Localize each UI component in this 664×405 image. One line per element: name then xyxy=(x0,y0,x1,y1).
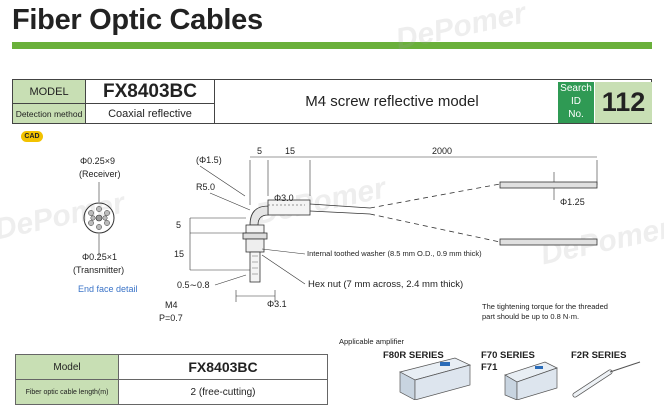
spec-header-table: MODEL FX8403BC Detection method Coaxial … xyxy=(12,79,652,124)
dim-range: 0.5∼0.8 xyxy=(177,280,210,290)
amplifier-heading: Applicable amplifier xyxy=(339,337,405,346)
table-length-value: 2 (free-cutting) xyxy=(118,379,328,405)
sensor-head xyxy=(242,199,311,283)
hexnut-note: Hex nut (7 mm across, 2.4 mm thick) xyxy=(308,279,464,290)
dim-r5: R5.0 xyxy=(196,182,216,192)
spec-table: Model FX8403BC Fiber optic cable length(… xyxy=(15,354,328,405)
dim-phi-1-25: Φ1.25 xyxy=(560,197,585,207)
dim-m4: M4 xyxy=(165,300,178,310)
receiver-label: (Receiver) xyxy=(79,169,121,179)
model-label: MODEL xyxy=(13,80,86,104)
dim-phi-3-0: Φ3.0 xyxy=(274,193,294,203)
amplifier-series-f2r[interactable]: F2R SERIES xyxy=(571,350,627,361)
table-model-value: FX8403BC xyxy=(118,354,328,380)
fiber-end-upper xyxy=(499,181,598,189)
torque-note-line2: part should be up to 0.8 N·m. xyxy=(482,312,580,321)
end-face-detail-link[interactable]: End face detail xyxy=(78,284,138,294)
dim-15-top: 15 xyxy=(285,146,296,156)
end-face-diagram xyxy=(83,182,115,256)
model-value: FX8403BC xyxy=(86,80,215,104)
detection-method-value: Coaxial reflective xyxy=(86,104,215,123)
fiber-cable xyxy=(309,183,501,243)
cad-badge[interactable]: CAD xyxy=(21,131,43,142)
washer-note: Internal toothed washer (8.5 mm O.D., 0.… xyxy=(307,249,482,258)
detection-method-label: Detection method xyxy=(13,104,86,123)
page-title: Fiber Optic Cables xyxy=(12,4,263,36)
table-row: Fiber optic cable length(m) 2 (free-cutt… xyxy=(15,379,328,405)
dim-phi-3-1: Φ3.1 xyxy=(267,299,287,309)
fiber-end-lower xyxy=(499,238,598,246)
amplifier-series-f70[interactable]: F70 SERIES xyxy=(481,350,535,361)
transmitter-dimension: Φ0.25×1 xyxy=(82,252,117,262)
torque-note-line1: The tightening torque for the threaded xyxy=(482,302,608,311)
dim-2000: 2000 xyxy=(432,146,453,156)
table-row: Model FX8403BC xyxy=(15,354,328,380)
dim-pitch: P=0.7 xyxy=(159,313,183,323)
dim-phi-1-5: (Φ1.5) xyxy=(196,155,222,165)
model-description: M4 screw reflective model xyxy=(305,93,479,110)
header-divider xyxy=(12,42,652,49)
receiver-dimension: Φ0.25×9 xyxy=(80,156,115,166)
search-label-line3: No. xyxy=(568,109,584,120)
dim-5-side: 5 xyxy=(176,220,182,230)
dim-5-top: 5 xyxy=(257,146,263,156)
search-label-line1: Search xyxy=(560,83,592,94)
transmitter-label: (Transmitter) xyxy=(73,265,125,275)
table-model-label: Model xyxy=(15,354,119,380)
search-id-number: 112 xyxy=(595,82,652,123)
search-id-label: Search ID No. xyxy=(558,82,594,123)
dim-15-side: 15 xyxy=(174,249,185,259)
amplifier-series-f80r[interactable]: F80R SERIES xyxy=(383,350,444,361)
table-length-label: Fiber optic cable length(m) xyxy=(15,379,119,405)
amplifier-series-f71[interactable]: F71 xyxy=(481,362,498,373)
search-label-line2: ID xyxy=(571,96,581,107)
